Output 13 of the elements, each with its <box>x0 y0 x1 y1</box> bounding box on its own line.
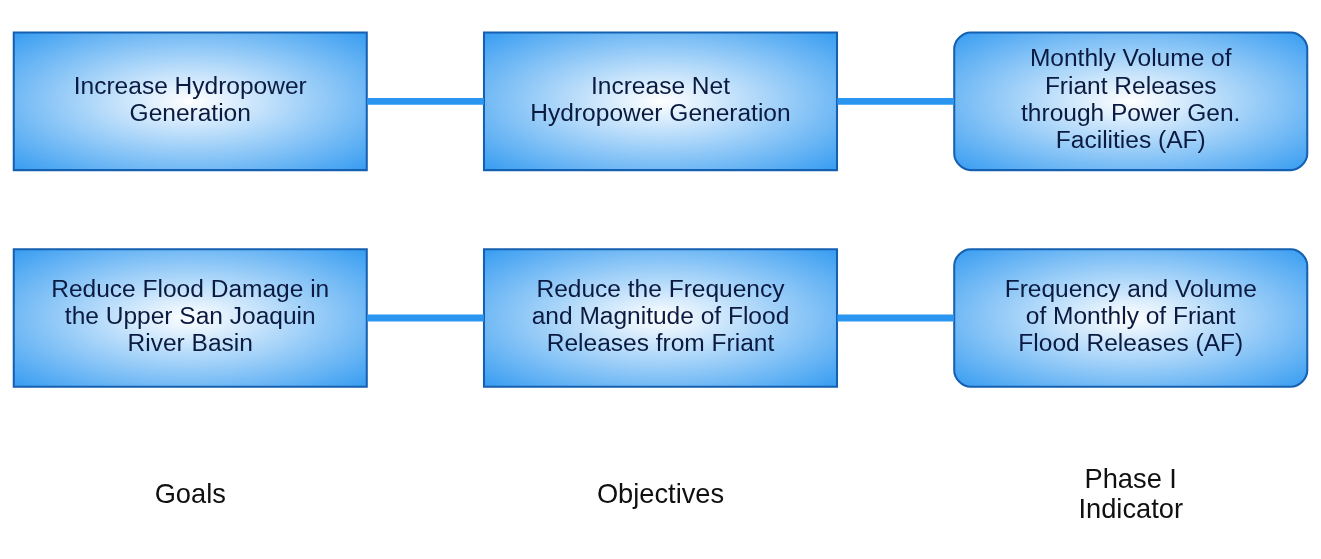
node-box: Increase Hydropower Generation <box>12 31 368 172</box>
connector <box>367 97 484 105</box>
connector <box>837 314 955 322</box>
connector <box>837 97 955 105</box>
label: Objectives <box>596 478 725 510</box>
node-box: Monthly Volume of Friant Releases through Power Gen. Facilities (AF) <box>953 31 1309 172</box>
label: Phase I Indicator <box>1078 463 1184 525</box>
node-box: Reduce Flood Damage in the Upper San Joaquin River Basin <box>12 248 368 388</box>
node-box: Frequency and Volume of Monthly of Friant Flood Releases (AF) <box>953 248 1309 388</box>
node-box: Reduce the Frequency and Magnitude of Flood Releases from Friant <box>482 248 839 388</box>
label: Goals <box>154 478 226 510</box>
node-box: Increase Net Hydropower Generation <box>482 31 839 172</box>
connector <box>367 314 484 322</box>
